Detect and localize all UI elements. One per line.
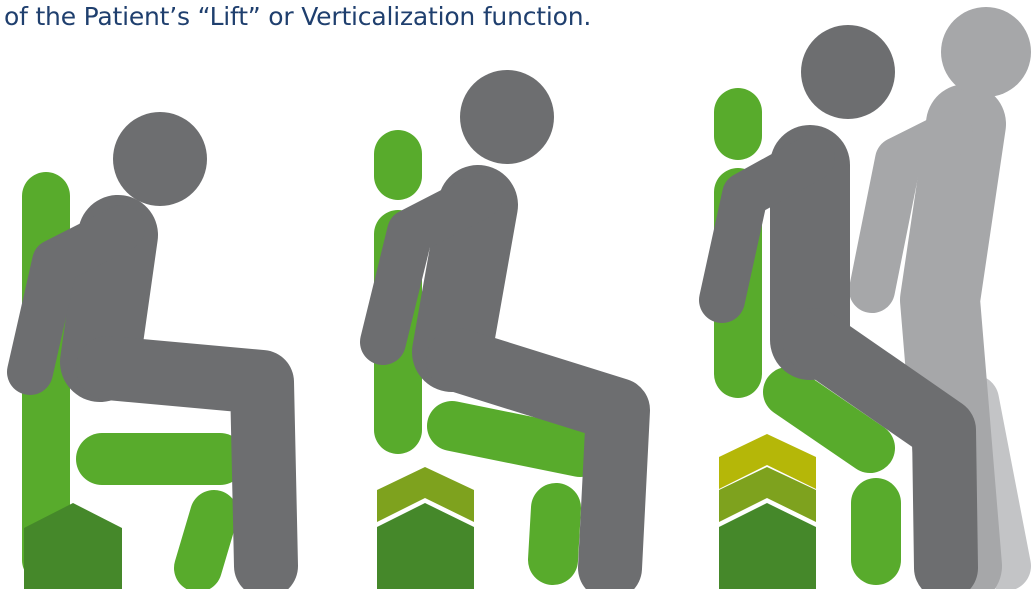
stage-2-patient-thigh-shin xyxy=(426,328,650,589)
stage-3-patient-head xyxy=(801,25,895,119)
stage-3-level-segment-1 xyxy=(719,503,816,589)
stage-3-patient-silhouette xyxy=(699,25,978,589)
stage-2-patient-torso xyxy=(412,165,518,392)
stage-3-caregiver-arm xyxy=(849,111,973,313)
stage-3-caregiver-head xyxy=(941,7,1031,97)
stage-2-rising-figure xyxy=(360,70,650,589)
stage-3-seat-pad xyxy=(763,367,895,473)
caption-text: of the Patient’s “Lift” or Verticalizati… xyxy=(4,2,592,31)
stage-2-patient-head xyxy=(460,70,554,164)
stage-3-patient-thigh-shin xyxy=(782,308,978,589)
stage-1-seated-figure xyxy=(7,112,298,589)
stage-2-patient-silhouette xyxy=(360,70,650,589)
stage-1-patient-silhouette xyxy=(7,112,298,589)
stage-1-level-segment-1 xyxy=(24,503,122,589)
stage-3-level-segment-2 xyxy=(719,467,816,522)
stage-1-level-indicator xyxy=(24,503,122,589)
stage-2-backrest-top xyxy=(374,130,422,200)
stage-1-patient-thigh-shin xyxy=(76,336,298,589)
stage-1-patient-head xyxy=(113,112,207,206)
stage-1-patient-arm xyxy=(7,205,145,395)
stage-3-standing-figure xyxy=(699,7,1031,589)
stage-1-seat-pad xyxy=(76,433,246,485)
stage-2-patient-arm xyxy=(360,173,503,365)
stage-2-level-segment-2 xyxy=(377,467,474,522)
stage-3-patient-arm xyxy=(699,135,835,323)
stage-2-leg-support xyxy=(528,483,581,585)
stage-2-level-segment-1 xyxy=(377,503,474,589)
stage-1-leg-support xyxy=(174,490,238,589)
stage-2-level-indicator xyxy=(377,467,474,589)
stage-3-backrest-top xyxy=(714,88,762,160)
stage-2-seat-pad xyxy=(427,401,605,477)
stage-3-level-segment-3 xyxy=(719,434,816,489)
stage-3-level-indicator xyxy=(719,434,816,589)
